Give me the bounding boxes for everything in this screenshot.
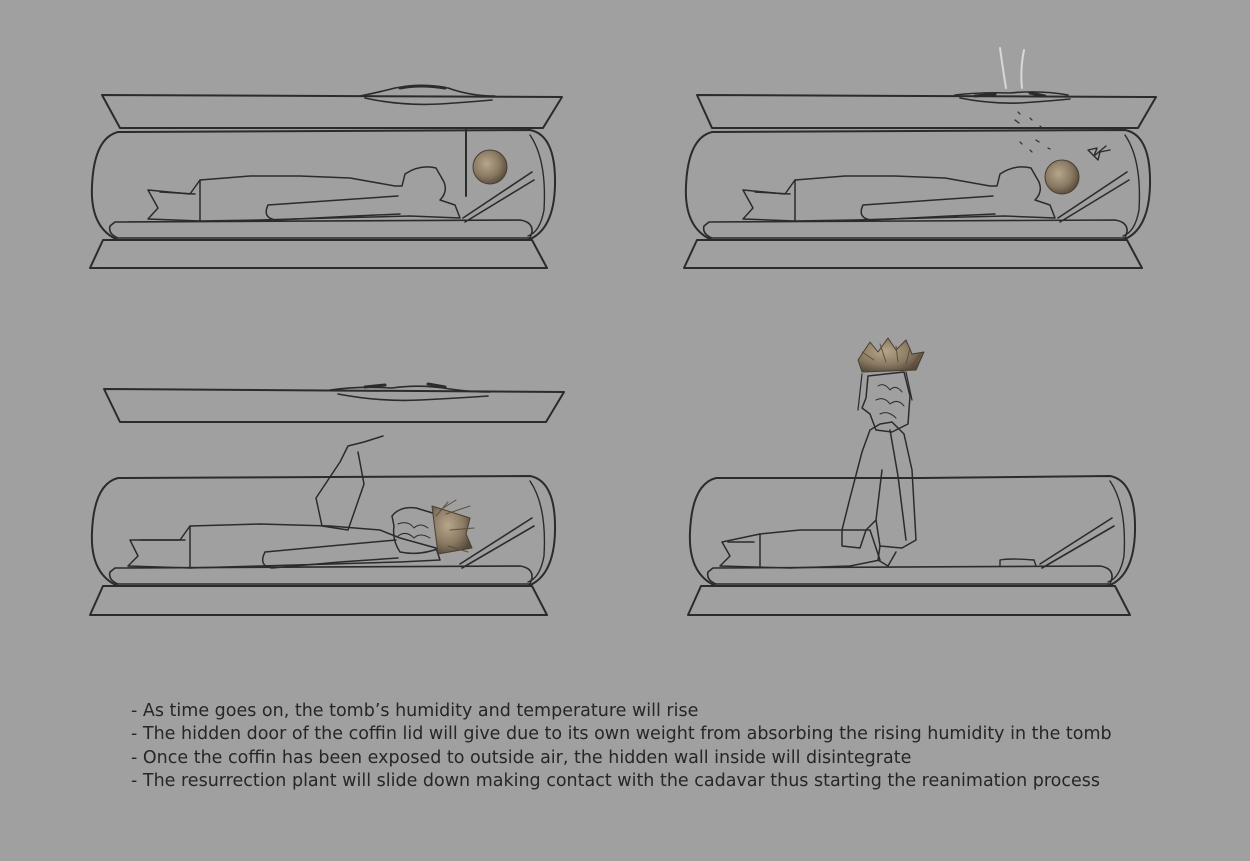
cadaver [743, 167, 1055, 221]
panel-2-hidden-door-gives [684, 48, 1156, 268]
coffin-tub [92, 130, 555, 240]
note-hidden-door: The hidden door of the coffin lid will g… [131, 723, 1171, 746]
resurrection-plant [473, 150, 507, 184]
coffin-lid [102, 95, 562, 128]
down-arrow-icon [1088, 146, 1110, 160]
resurrection-plant [858, 338, 924, 372]
cadaver-arm-raised [128, 436, 440, 568]
steam-lines [1000, 48, 1024, 88]
coffin-base [688, 586, 1130, 615]
mattress [708, 566, 1112, 584]
coffin-tub [686, 130, 1150, 240]
note-reanimation: The resurrection plant will slide down m… [131, 770, 1171, 793]
note-humidity-rise: As time goes on, the tomb’s humidity and… [131, 700, 1171, 723]
coffin-base [90, 586, 547, 615]
mattress [704, 220, 1127, 238]
panel-4-reanimation [688, 338, 1135, 615]
resurrection-plant [1045, 160, 1079, 194]
coffin-tub [92, 476, 555, 586]
coffin-base [90, 240, 547, 268]
hidden-wall-remains [1000, 559, 1036, 566]
coffin-lid [697, 95, 1156, 128]
coffin-tub [690, 476, 1135, 586]
note-hidden-wall: Once the coffin has been exposed to outs… [131, 747, 1171, 770]
coffin-lid [104, 389, 564, 422]
mattress [110, 220, 532, 238]
falling-debris [1015, 112, 1050, 152]
cadaver-sitting-up [720, 372, 916, 568]
resurrection-plant [432, 500, 474, 554]
process-notes: As time goes on, the tomb’s humidity and… [131, 700, 1171, 794]
lid-hidden-door [360, 86, 495, 104]
panel-3-hidden-wall-disintegrates [90, 384, 564, 615]
panel-1-humidity-rising [90, 86, 562, 268]
cadaver [148, 167, 460, 221]
coffin-base [684, 240, 1142, 268]
mattress [110, 566, 532, 584]
